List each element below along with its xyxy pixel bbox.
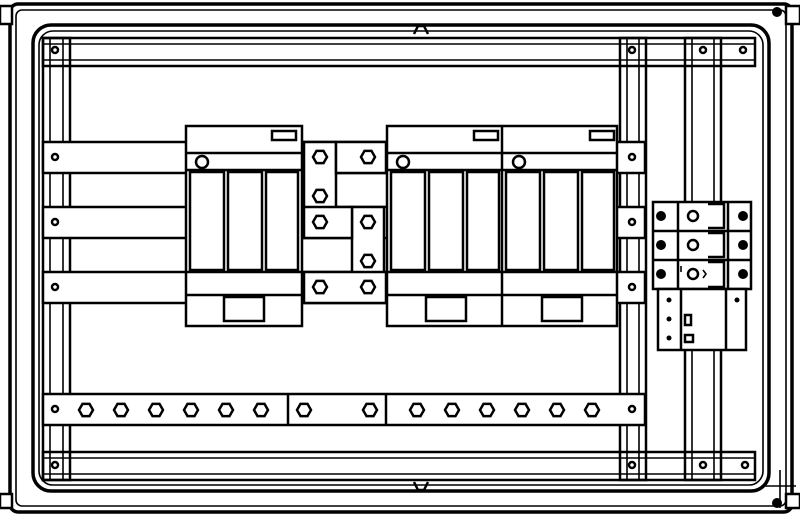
hex-nut-icon [361,255,375,267]
indicator-dot-icon [666,335,672,341]
hex-nut-icon [184,404,198,416]
mount-hole-icon [629,406,635,412]
neutral-bar [43,394,645,425]
hex-nut-icon [480,404,494,416]
mount-hole-icon [740,47,746,53]
mount-hole-icon [688,269,698,279]
mount-hole-icon [52,284,58,290]
hex-nut-icon [361,151,375,163]
mount-hole-icon [700,462,706,468]
centre-link [304,142,386,303]
hex-nut-icon [297,404,311,416]
hex-nut-icon [361,216,375,228]
mounting-rails [43,38,755,480]
terminal-screw-icon [738,269,748,279]
terminal-screw-icon [656,269,666,279]
mount-hole-icon [629,462,635,468]
indicator-dot-icon [734,297,740,303]
hex-nut-icon [585,404,599,416]
hex-nut-icon [219,404,233,416]
mount-hole-icon [513,156,525,168]
hex-nut-icon [363,404,377,416]
mount-hole-icon [629,47,635,53]
indicator-dot-icon [666,316,672,322]
mount-hole-icon [52,462,58,468]
hex-nut-icon [361,281,375,293]
hex-nut-icon [149,404,163,416]
terminal-screw-icon [656,240,666,250]
hex-nut-icon [79,404,93,416]
mount-hole-icon [700,47,706,53]
indicator-dot-icon [666,297,672,303]
hex-nut-icon [313,216,327,228]
hex-nut-icon [313,151,327,163]
mount-hole-icon [629,219,635,225]
hex-nut-icon [550,404,564,416]
mount-hole-icon [52,406,58,412]
din-terminal-block [653,202,751,289]
mount-hole-icon [397,156,409,168]
mount-hole-icon [688,240,698,250]
hex-nut-icon [114,404,128,416]
mount-hole-icon [742,462,748,468]
mount-hole-icon [52,47,58,53]
switch-disconnector-left [186,126,302,326]
mount-hole-icon [629,284,635,290]
mount-hole-icon [196,156,208,168]
hex-nut-icon [254,404,268,416]
mount-hole-icon [629,154,635,160]
mount-hole-icon [688,211,698,221]
hex-nut-icon [410,404,424,416]
mount-hole-icon [52,219,58,225]
hex-nut-icon [445,404,459,416]
enclosure-frame [0,4,800,512]
rail-mount-holes [52,47,748,468]
din-protection-module [658,289,746,350]
hex-nut-icon [515,404,529,416]
switch-disconnector-right [387,126,617,326]
terminal-screw-icon [738,240,748,250]
terminal-screw-icon [656,211,666,221]
mount-hole-icon [52,154,58,160]
hex-nut-icon [313,190,327,202]
terminal-screw-icon [738,211,748,221]
hex-nut-icon [313,281,327,293]
